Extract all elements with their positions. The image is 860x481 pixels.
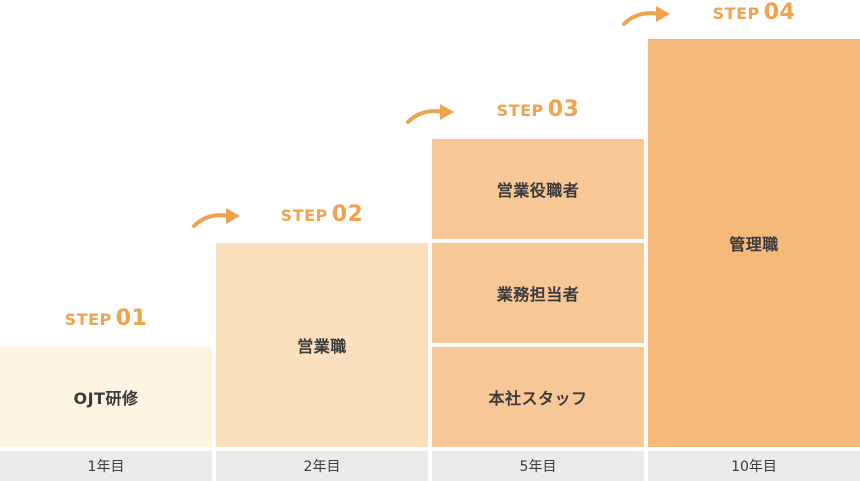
role-label: 管理職 xyxy=(729,235,779,254)
year-label: 10年目 xyxy=(731,459,777,475)
role-block-head-office-staff: 本社スタッフ xyxy=(432,347,644,447)
role-label: 営業役職者 xyxy=(496,181,580,200)
role-label: OJT研修 xyxy=(73,389,139,408)
role-label: 本社スタッフ xyxy=(488,389,588,408)
year-label: 2年目 xyxy=(303,459,341,475)
step-04-prefix: STEP xyxy=(712,4,760,23)
year-10-bar: 10年目 xyxy=(648,451,860,481)
step-04-number: 04 xyxy=(763,0,796,25)
role-block-ojt-training: OJT研修 xyxy=(0,347,212,447)
step-02-number: 02 xyxy=(331,202,364,227)
curved-arrow-right-icon xyxy=(192,208,240,228)
curved-arrow-right-icon xyxy=(622,6,670,26)
role-block-sales-manager: 営業役職者 xyxy=(432,139,644,239)
year-2-bar: 2年目 xyxy=(216,451,428,481)
role-label: 業務担当者 xyxy=(496,285,580,304)
step-01-prefix: STEP xyxy=(64,310,112,329)
year-1-bar: 1年目 xyxy=(0,451,212,481)
step-02-prefix: STEP xyxy=(280,206,328,225)
step-01-number: 01 xyxy=(115,306,148,331)
year-5-bar: 5年目 xyxy=(432,451,644,481)
curved-arrow-right-icon xyxy=(406,104,454,124)
step-03-prefix: STEP xyxy=(496,101,544,120)
role-block-sales: 営業職 xyxy=(216,243,428,447)
role-label: 営業職 xyxy=(297,337,347,356)
role-block-management: 管理職 xyxy=(648,39,860,447)
role-block-operations-staff: 業務担当者 xyxy=(432,243,644,343)
step-03-number: 03 xyxy=(547,97,580,122)
year-label: 1年目 xyxy=(87,459,125,475)
year-label: 5年目 xyxy=(519,459,557,475)
